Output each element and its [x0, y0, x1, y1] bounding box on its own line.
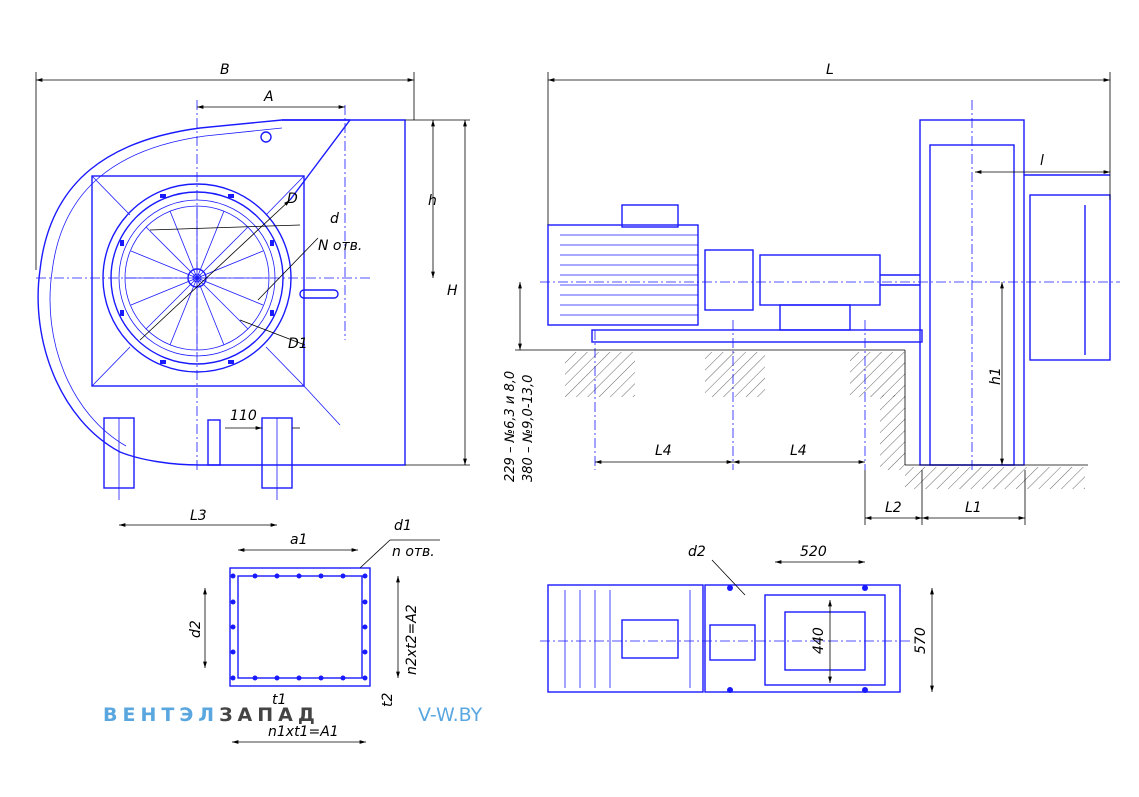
label-n1t1: n1xt1=A1 — [268, 724, 339, 740]
label-N-holes: N отв. — [318, 238, 362, 254]
brand-part2: ЗАПАД — [219, 704, 320, 726]
height-note-2: 380 – №9,0-13,0 — [521, 375, 536, 482]
plan-view — [540, 559, 934, 693]
label-L1: L1 — [965, 500, 982, 516]
brand-part1: ВЕНТЭЛ — [103, 704, 220, 726]
label-570: 570 — [913, 627, 929, 654]
watermark-brand: ВЕНТЭЛЗАПАД — [103, 704, 320, 726]
label-110: 110 — [230, 408, 257, 424]
label-t1: t1 — [272, 692, 286, 708]
label-n-holes: n отв. — [392, 544, 435, 560]
side-view — [515, 72, 1120, 525]
label-d1: d1 — [394, 518, 412, 534]
label-t2: t2 — [380, 693, 396, 707]
label-H: H — [447, 283, 458, 299]
label-L3: L3 — [190, 508, 207, 524]
label-B: B — [220, 62, 230, 78]
label-L: L — [826, 62, 834, 78]
flange-view — [203, 539, 440, 744]
dimension-labels: B A D d N отв. D1 h H 110 L3 L l L4 L4 L… — [188, 62, 1044, 740]
label-a1: a1 — [290, 532, 308, 548]
label-d2-left: d2 — [188, 620, 204, 638]
label-h1: h1 — [988, 367, 1004, 385]
height-note-1: 229 – №6,3 и 8,0 — [503, 371, 518, 482]
label-d2-plan: d2 — [688, 544, 706, 560]
label-h: h — [428, 193, 437, 209]
label-n2t2: n2xt2=A2 — [404, 604, 420, 675]
label-l: l — [1040, 153, 1044, 169]
label-D: D — [287, 191, 298, 207]
label-440: 440 — [811, 627, 827, 654]
label-L4-a: L4 — [655, 443, 672, 459]
label-A: A — [263, 89, 274, 105]
label-d: d — [330, 211, 339, 227]
label-L2: L2 — [885, 500, 902, 516]
front-view — [35, 72, 470, 527]
label-D1: D1 — [288, 336, 308, 352]
watermark-site: V-W.BY — [418, 704, 483, 726]
label-520: 520 — [800, 544, 827, 560]
label-L4-b: L4 — [790, 443, 807, 459]
